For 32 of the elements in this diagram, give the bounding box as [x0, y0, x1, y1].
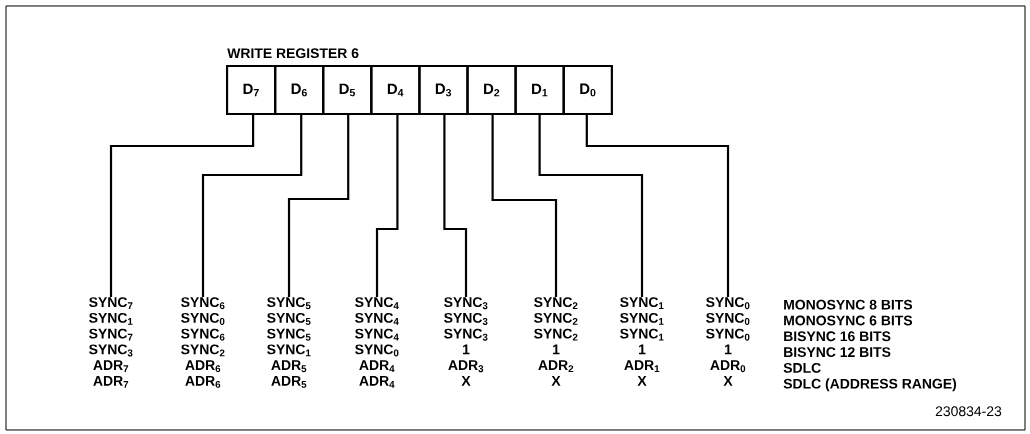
wire [585, 115, 730, 297]
bit-cell: D$_{1}$ [514, 64, 565, 116]
wire [201, 115, 303, 297]
bit-value-column: SYNC$_{5}$ SYNC$_{5}$ SYNC$_{5}$ SYNC$_{1}$ ADR$_{5}$ ADR$_{5}$ [267, 297, 311, 388]
bit-value-column: SYNC$_{4}$ SYNC$_{4}$ SYNC$_{4}$ SYNC$_{0}$ ADR$_{4}$ ADR$_{4}$ [355, 297, 399, 388]
figure-number: 230834-23 [935, 406, 1002, 417]
wire [443, 115, 468, 297]
mode-label: SDLC (ADDRESS RANGE) [783, 378, 957, 392]
wire [491, 115, 558, 297]
register-title: WRITE REGISTER 6 [227, 48, 359, 59]
bit-value-column: SYNC$_{3}$ SYNC$_{3}$ SYNC$_{3}$ 1 ADR$_{3}$ X [444, 297, 488, 386]
bit-value-column: SYNC$_{6}$ SYNC$_{0}$ SYNC$_{6}$ SYNC$_{2}$ ADR$_{6}$ ADR$_{6}$ [181, 297, 225, 388]
bit-cell: D$_{0}$ [562, 64, 613, 116]
bit-cell: D$_{6}$ [274, 64, 325, 116]
wire [109, 115, 255, 297]
mode-label: SDLC [783, 362, 821, 373]
bit-cell: D$_{3}$ [418, 64, 469, 116]
bit-cell: D$_{5}$ [322, 64, 373, 116]
bit-value-column: SYNC$_{1}$ SYNC$_{1}$ SYNC$_{1}$ 1 ADR$_{1}$ X [620, 297, 664, 386]
bit-cell: D$_{2}$ [466, 64, 517, 116]
mode-label: MONOSYNC 6 BITS [784, 315, 913, 326]
bit-value-column: SYNC$_{7}$ SYNC$_{1}$ SYNC$_{7}$ SYNC$_{3}$ ADR$_{7}$ ADR$_{7}$ [89, 297, 133, 388]
mode-label: MONOSYNC 8 BITS [784, 299, 913, 310]
wire [538, 115, 644, 297]
wire [375, 115, 399, 297]
bit-value-column: SYNC$_{0}$ SYNC$_{0}$ SYNC$_{0}$ 1 ADR$_{0}$ X [706, 297, 750, 386]
bit-value-column: SYNC$_{2}$ SYNC$_{2}$ SYNC$_{2}$ 1 ADR$_{2}$ X [534, 297, 578, 386]
bit-cell: D$_{7}$ [225, 64, 277, 116]
wire [287, 115, 350, 297]
bit-cell: D$_{4}$ [370, 64, 421, 116]
mode-label: BISYNC 12 BITS [784, 347, 891, 358]
mode-label: BISYNC 16 BITS [784, 331, 891, 342]
